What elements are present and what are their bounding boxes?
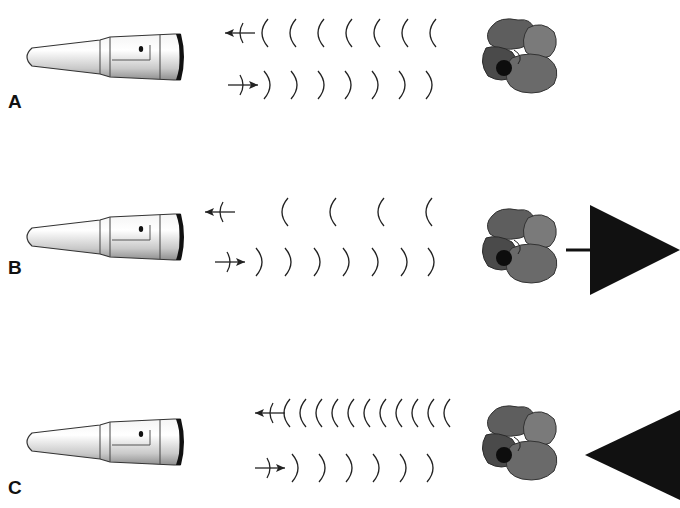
motion-arrow-toward xyxy=(585,410,680,500)
echo-arrow xyxy=(225,23,255,43)
emitted-arrow xyxy=(228,75,258,95)
blood-cells xyxy=(482,209,556,283)
row-b xyxy=(27,198,680,295)
row-c xyxy=(27,399,680,500)
panel-letter: A xyxy=(8,92,22,111)
transducer-probe xyxy=(27,214,184,260)
blood-cells xyxy=(482,19,556,93)
transducer-probe xyxy=(27,34,184,80)
emitted-arrow xyxy=(215,252,245,272)
echo-arrow xyxy=(255,403,285,423)
emitted-waves xyxy=(256,248,434,276)
panel-letter: B xyxy=(8,258,22,277)
panel-letter: C xyxy=(8,478,22,497)
transducer-probe xyxy=(27,419,184,465)
row-a xyxy=(27,19,557,99)
emitted-arrow xyxy=(255,458,285,478)
emitted-waves xyxy=(292,454,433,482)
echo-waves xyxy=(282,198,432,226)
emitted-waves xyxy=(264,71,432,99)
echo-waves xyxy=(284,399,450,427)
echo-waves xyxy=(262,19,436,47)
blood-cells xyxy=(482,406,556,480)
motion-arrow-away xyxy=(566,205,680,295)
echo-arrow xyxy=(205,202,235,222)
